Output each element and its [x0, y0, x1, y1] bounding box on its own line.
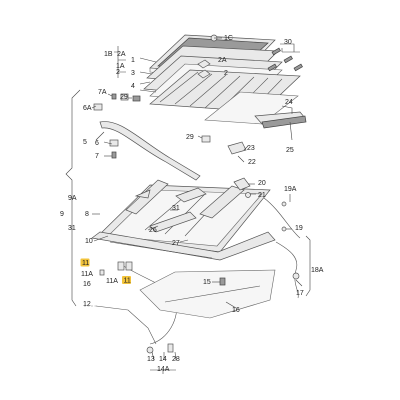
callout-11A-left: 11A: [81, 271, 93, 278]
callout-27: 27: [172, 240, 180, 247]
callout-18A: 18A: [311, 267, 324, 274]
callout-labels: 1C 1 3 4 2A 1B 1A 2 2A 2 30 7A 29 6A 24 …: [60, 35, 324, 373]
callout-30: 30: [284, 39, 292, 46]
callout-1B: 1B: [104, 51, 113, 58]
headliner-trim: [139, 269, 276, 319]
callout-6A: 6A: [83, 105, 92, 112]
glass-panel-assembly: [143, 34, 301, 125]
callout-22: 22: [248, 159, 256, 166]
callout-14A: 14A: [157, 366, 170, 373]
callout-20: 20: [258, 180, 266, 187]
callout-2-inner: 2: [224, 70, 228, 77]
callout-11-mid: 11: [124, 278, 131, 285]
callout-31-frame: 31: [172, 205, 180, 212]
small-fittings-top: [93, 34, 303, 159]
callout-23: 23: [247, 145, 255, 152]
side-rails: [99, 111, 307, 181]
highlight-11-mid: [122, 276, 131, 284]
callout-8: 8: [85, 211, 89, 218]
callout-5: 5: [83, 139, 87, 146]
highlight-11-left: [80, 258, 90, 267]
frame-assembly: [91, 179, 276, 261]
callout-2A-inner: 2A: [218, 57, 227, 64]
callout-7A: 7A: [98, 89, 107, 96]
motor-and-clips: [99, 177, 300, 354]
callout-26: 26: [149, 227, 157, 234]
callout-29-mid: 29: [186, 134, 194, 141]
callout-7: 7: [95, 153, 99, 160]
callout-15: 15: [203, 279, 211, 286]
callout-9A: 9A: [68, 195, 77, 202]
callout-1A: 1A: [116, 63, 125, 70]
callout-17: 17: [296, 290, 304, 297]
callout-10: 10: [85, 238, 93, 245]
callout-21: 21: [258, 192, 266, 199]
callout-16-right: 16: [232, 307, 240, 314]
callout-1: 1: [131, 57, 135, 64]
leader-lines: [65, 37, 311, 374]
callout-4: 4: [131, 83, 135, 90]
callout-12: 12: [83, 301, 91, 308]
callout-24: 24: [285, 99, 293, 106]
callout-28: 28: [172, 356, 180, 363]
callout-16-left: 16: [83, 281, 91, 288]
callout-11A-mid: 11A: [106, 278, 118, 285]
callout-19A: 19A: [284, 186, 297, 193]
callout-13: 13: [147, 356, 155, 363]
callout-9: 9: [60, 211, 64, 218]
callout-6: 6: [95, 140, 99, 147]
callout-29-top: 29: [120, 94, 128, 101]
callout-25: 25: [286, 147, 294, 154]
callout-31-left: 31: [68, 225, 76, 232]
callout-2A: 2A: [117, 51, 126, 58]
callout-3: 3: [131, 70, 135, 77]
callout-1C: 1C: [224, 35, 233, 42]
callout-14: 14: [159, 356, 167, 363]
callout-2: 2: [116, 69, 120, 76]
callout-11-left: 11: [82, 260, 89, 267]
callout-19: 19: [295, 225, 303, 232]
